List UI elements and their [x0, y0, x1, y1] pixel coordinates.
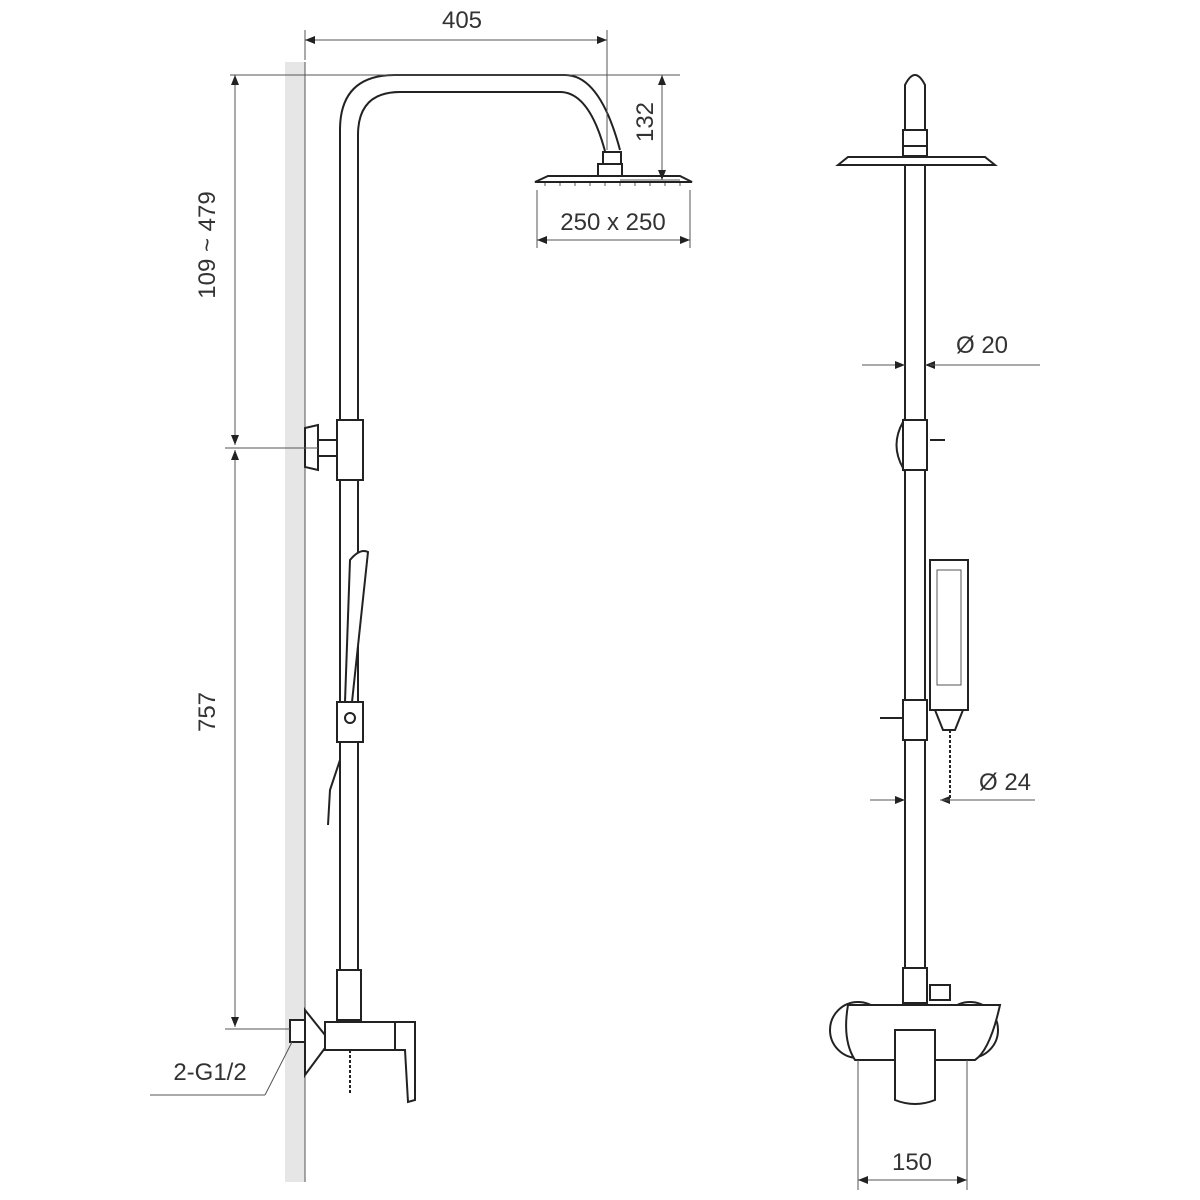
wall — [285, 62, 306, 1182]
dim-head-size: 250 x 250 — [560, 209, 665, 236]
front-view-shower — [829, 74, 1002, 1105]
dim-mixer-to-bracket: 757 — [194, 692, 221, 732]
dimension-lines — [150, 30, 1040, 1190]
dim-head-drop: 132 — [632, 102, 659, 142]
dim-inlet-thread: 2-G1/2 — [173, 1059, 246, 1086]
side-view-shower — [289, 74, 693, 1104]
dim-pipe-diameter: Ø 20 — [956, 332, 1008, 359]
dim-inlet-spacing: 150 — [892, 1149, 932, 1176]
dim-height-adjust: 109 ~ 479 — [194, 191, 221, 298]
shower-head-nozzles — [544, 183, 681, 186]
dim-arm-reach: 405 — [442, 7, 482, 34]
dim-lower-pipe-diameter: Ø 24 — [979, 769, 1031, 796]
